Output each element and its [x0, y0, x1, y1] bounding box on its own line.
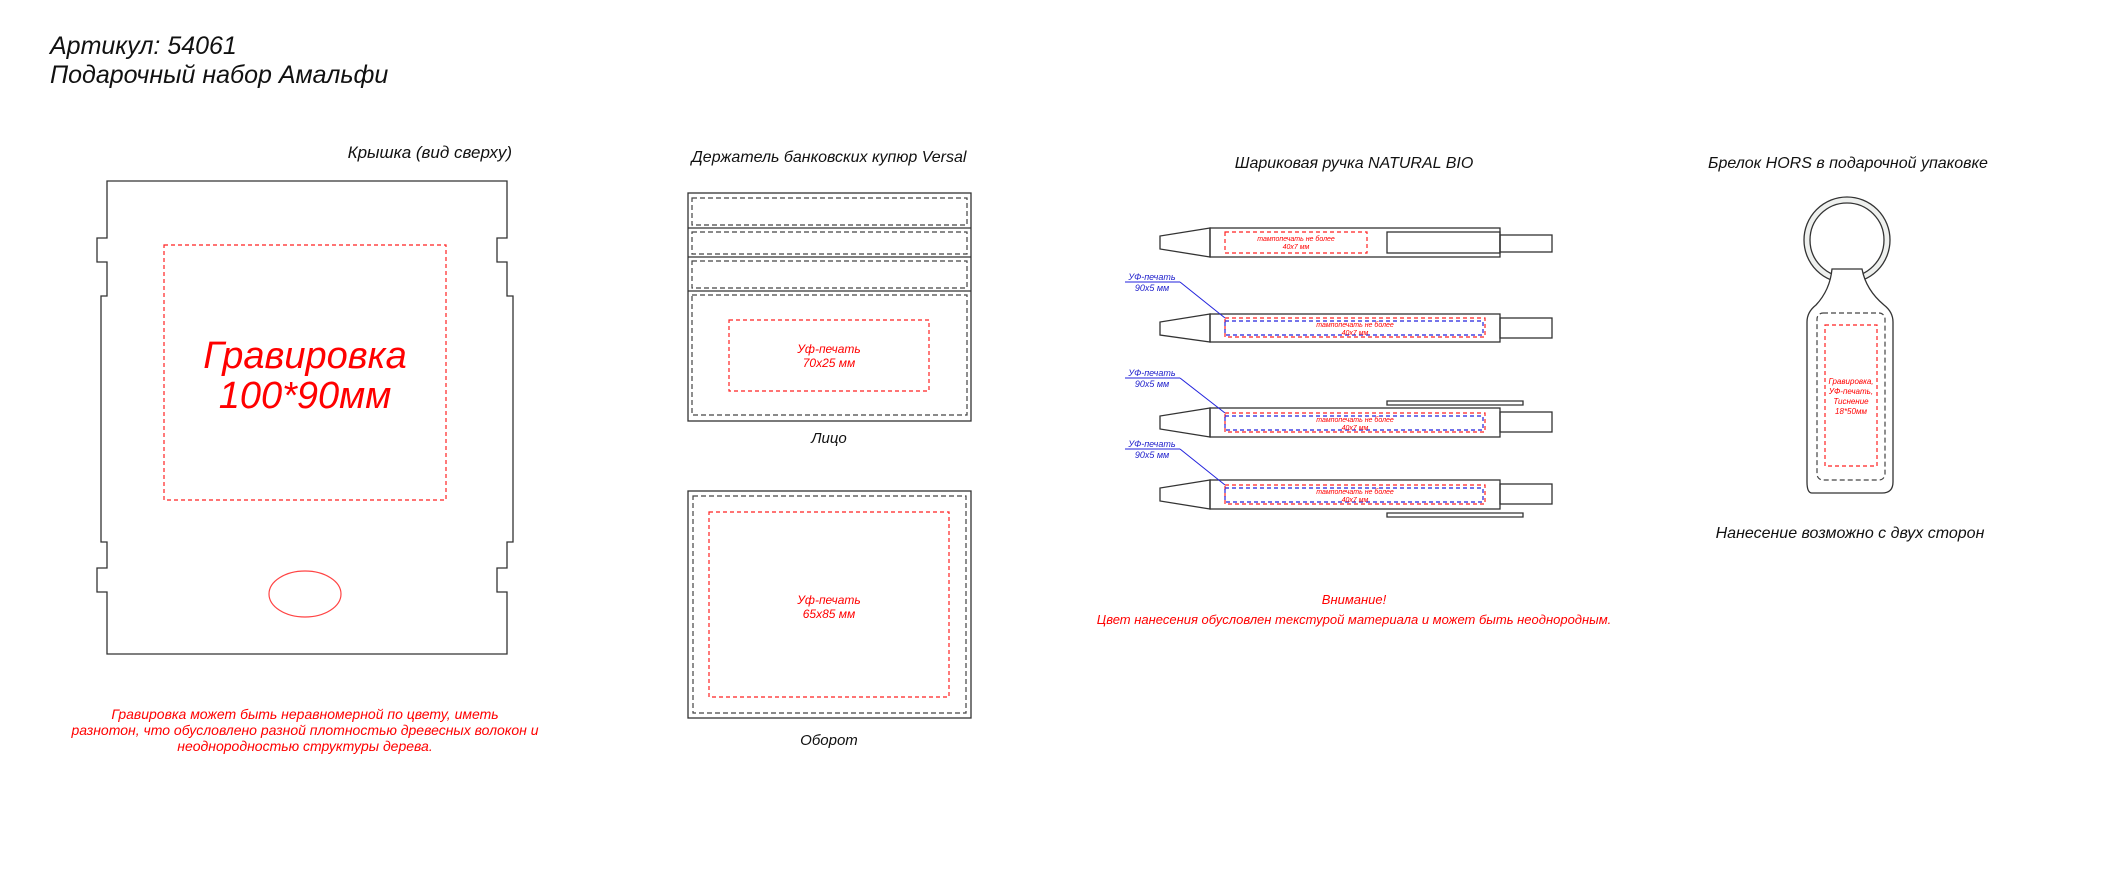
lid-section: Крышка (вид сверху) Гравировка 100*90мм … — [70, 143, 538, 754]
pen-view-2: тампопечать не более 40x7 мм УФ-печать 9… — [1125, 272, 1553, 343]
card-back-print-area — [708, 511, 950, 698]
keychain-print-area — [1824, 324, 1878, 467]
card-slot — [691, 231, 968, 255]
pen-view-1: тампопечать не более 40x7 мм — [1159, 227, 1553, 258]
lid-area-size: 100*90мм — [219, 375, 392, 417]
card-front-print-area — [728, 319, 930, 392]
uv-print-label: УФ-печать — [1127, 439, 1175, 449]
lid-note-line: Гравировка может быть неравномерной по ц… — [111, 706, 498, 722]
pad-print-label: тампопечать не более — [1316, 321, 1394, 329]
pen-section: Шариковая ручка NATURAL BIO тампопечать … — [1097, 155, 1611, 627]
warning-text: Цвет нанесения обусловлен текстурой мате… — [1097, 612, 1611, 627]
pad-print-size: 40x7 мм — [1342, 497, 1369, 504]
keychain-stitch — [1816, 312, 1886, 481]
lid-note-line: разнотон, что обусловлено разной плотнос… — [70, 722, 538, 738]
pad-print-label: тампопечать не более — [1257, 235, 1335, 243]
lid-outline — [96, 180, 514, 655]
uv-print-size: 90x5 мм — [1135, 283, 1169, 293]
back-area-size: 65x85 мм — [803, 607, 855, 621]
card-back-stitch — [692, 495, 967, 714]
card-slot — [691, 197, 968, 226]
keychain-area-line: УФ-печать, — [1828, 387, 1873, 396]
lid-engraving-area — [163, 244, 447, 501]
pad-print-area — [1224, 231, 1368, 254]
keychain-area-line: 18*50мм — [1835, 407, 1867, 416]
uv-print-label: УФ-печать — [1127, 368, 1175, 378]
lid-logo-oval — [268, 570, 342, 618]
uv-print-size: 90x5 мм — [1135, 450, 1169, 460]
back-area-label: Уф-печать — [796, 593, 861, 607]
product-name: Подарочный набор Амальфи — [50, 61, 388, 89]
pad-print-label: тампопечать не более — [1316, 416, 1394, 424]
front-area-size: 70x25 мм — [803, 356, 855, 370]
keychain-area-line: Тиснение — [1833, 397, 1869, 406]
uv-print-size: 90x5 мм — [1135, 379, 1169, 389]
article-number: Артикул: 54061 — [48, 32, 237, 60]
pad-print-size: 40x7 мм — [1342, 330, 1369, 337]
card-front-outline — [687, 192, 972, 422]
front-area-label: Уф-печать — [796, 342, 861, 356]
pen-view-4: тампопечать не более 40x7 мм УФ-печать 9… — [1125, 439, 1553, 518]
card-pocket — [691, 294, 968, 416]
lid-title: Крышка (вид сверху) — [348, 143, 512, 162]
card-holder-title: Держатель банковских купюр Versal — [690, 149, 967, 166]
keychain-area-line: Гравировка, — [1828, 377, 1873, 386]
pad-print-label: тампопечать не более — [1316, 488, 1394, 496]
pen-title: Шариковая ручка NATURAL BIO — [1235, 155, 1474, 172]
back-label: Оборот — [800, 732, 858, 749]
uv-print-label: УФ-печать — [1127, 272, 1175, 282]
card-back-outline — [687, 490, 972, 719]
keychain-section: Брелок HORS в подарочной упаковке Гравир… — [1708, 155, 1988, 542]
pad-print-size: 40x7 мм — [1342, 425, 1369, 432]
keychain-title: Брелок HORS в подарочной упаковке — [1708, 155, 1988, 172]
card-holder-section: Держатель банковских купюр Versal Уф-печ… — [687, 149, 972, 749]
keychain-note: Нанесение возможно с двух сторон — [1716, 525, 1985, 542]
front-label: Лицо — [810, 430, 847, 447]
pad-print-size: 40x7 мм — [1283, 244, 1310, 251]
lid-area-label: Гравировка — [203, 335, 406, 377]
lid-note-line: неоднородностью структуры дерева. — [177, 738, 432, 754]
card-slot — [691, 260, 968, 289]
warning-title: Внимание! — [1322, 592, 1387, 607]
pen-view-3: тампопечать не более 40x7 мм УФ-печать 9… — [1125, 368, 1553, 438]
